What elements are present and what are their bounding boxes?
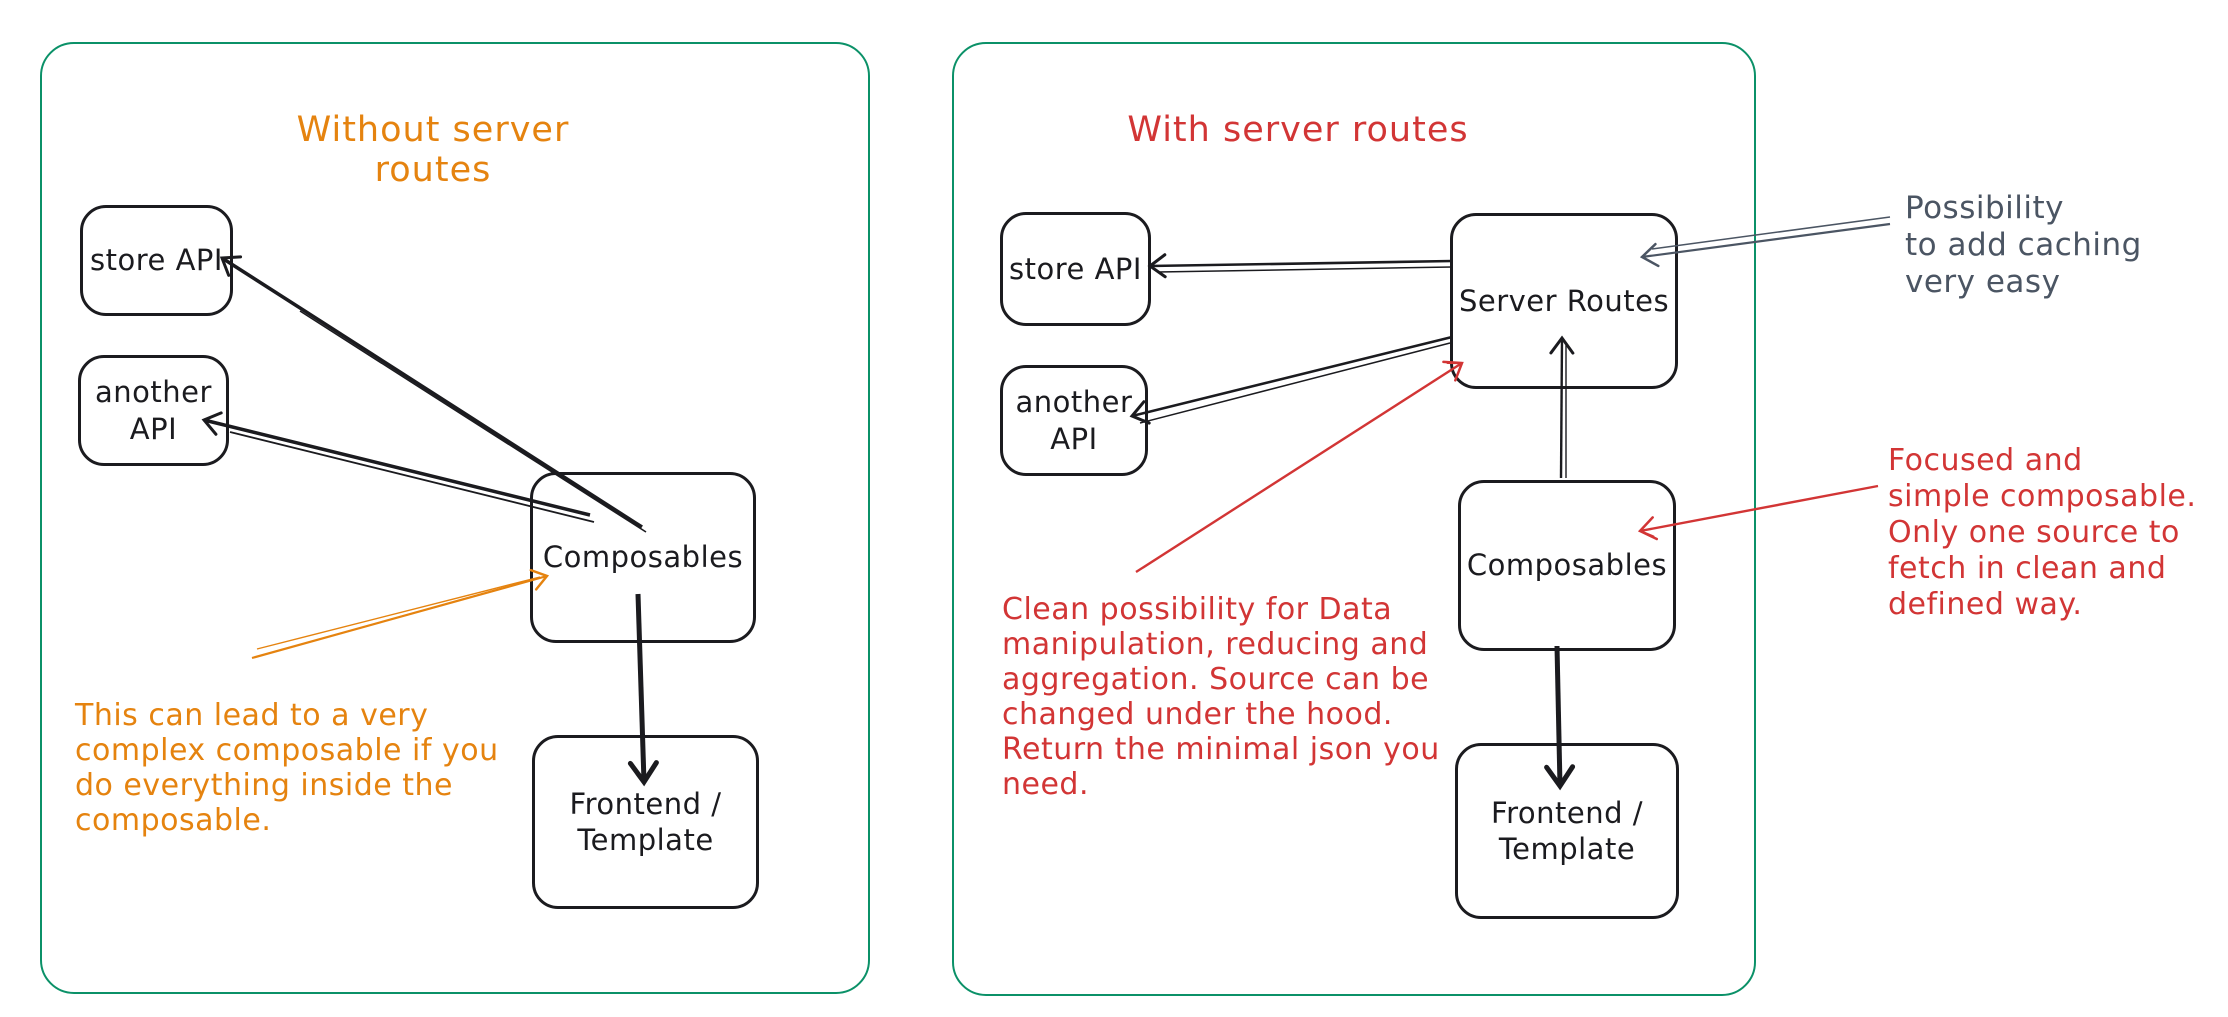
right-another-api-box: another API — [1000, 365, 1148, 476]
left-another-api-box: another API — [78, 355, 229, 466]
left-panel-title: Without server routes — [296, 110, 570, 190]
right-frontend-box: Frontend / Template — [1455, 743, 1679, 919]
left-composables-box: Composables — [530, 472, 756, 643]
right-store-api-box: store API — [1000, 212, 1151, 326]
note-caching: Possibility to add caching very easy — [1905, 190, 2142, 300]
left-store-api-box: store API — [80, 205, 233, 316]
right-panel-title: With server routes — [1127, 110, 1469, 150]
right-composables-box: Composables — [1458, 480, 1676, 651]
note-complex-composable: This can lead to a very complex composab… — [75, 698, 499, 838]
right-server-routes-box: Server Routes — [1450, 213, 1678, 389]
note-focused-composable: Focused and simple composable. Only one … — [1888, 443, 2197, 622]
left-frontend-box: Frontend / Template — [532, 735, 759, 909]
note-data-manipulation: Clean possibility for Data manipulation,… — [1002, 592, 1440, 802]
left-panel-frame — [40, 42, 870, 994]
